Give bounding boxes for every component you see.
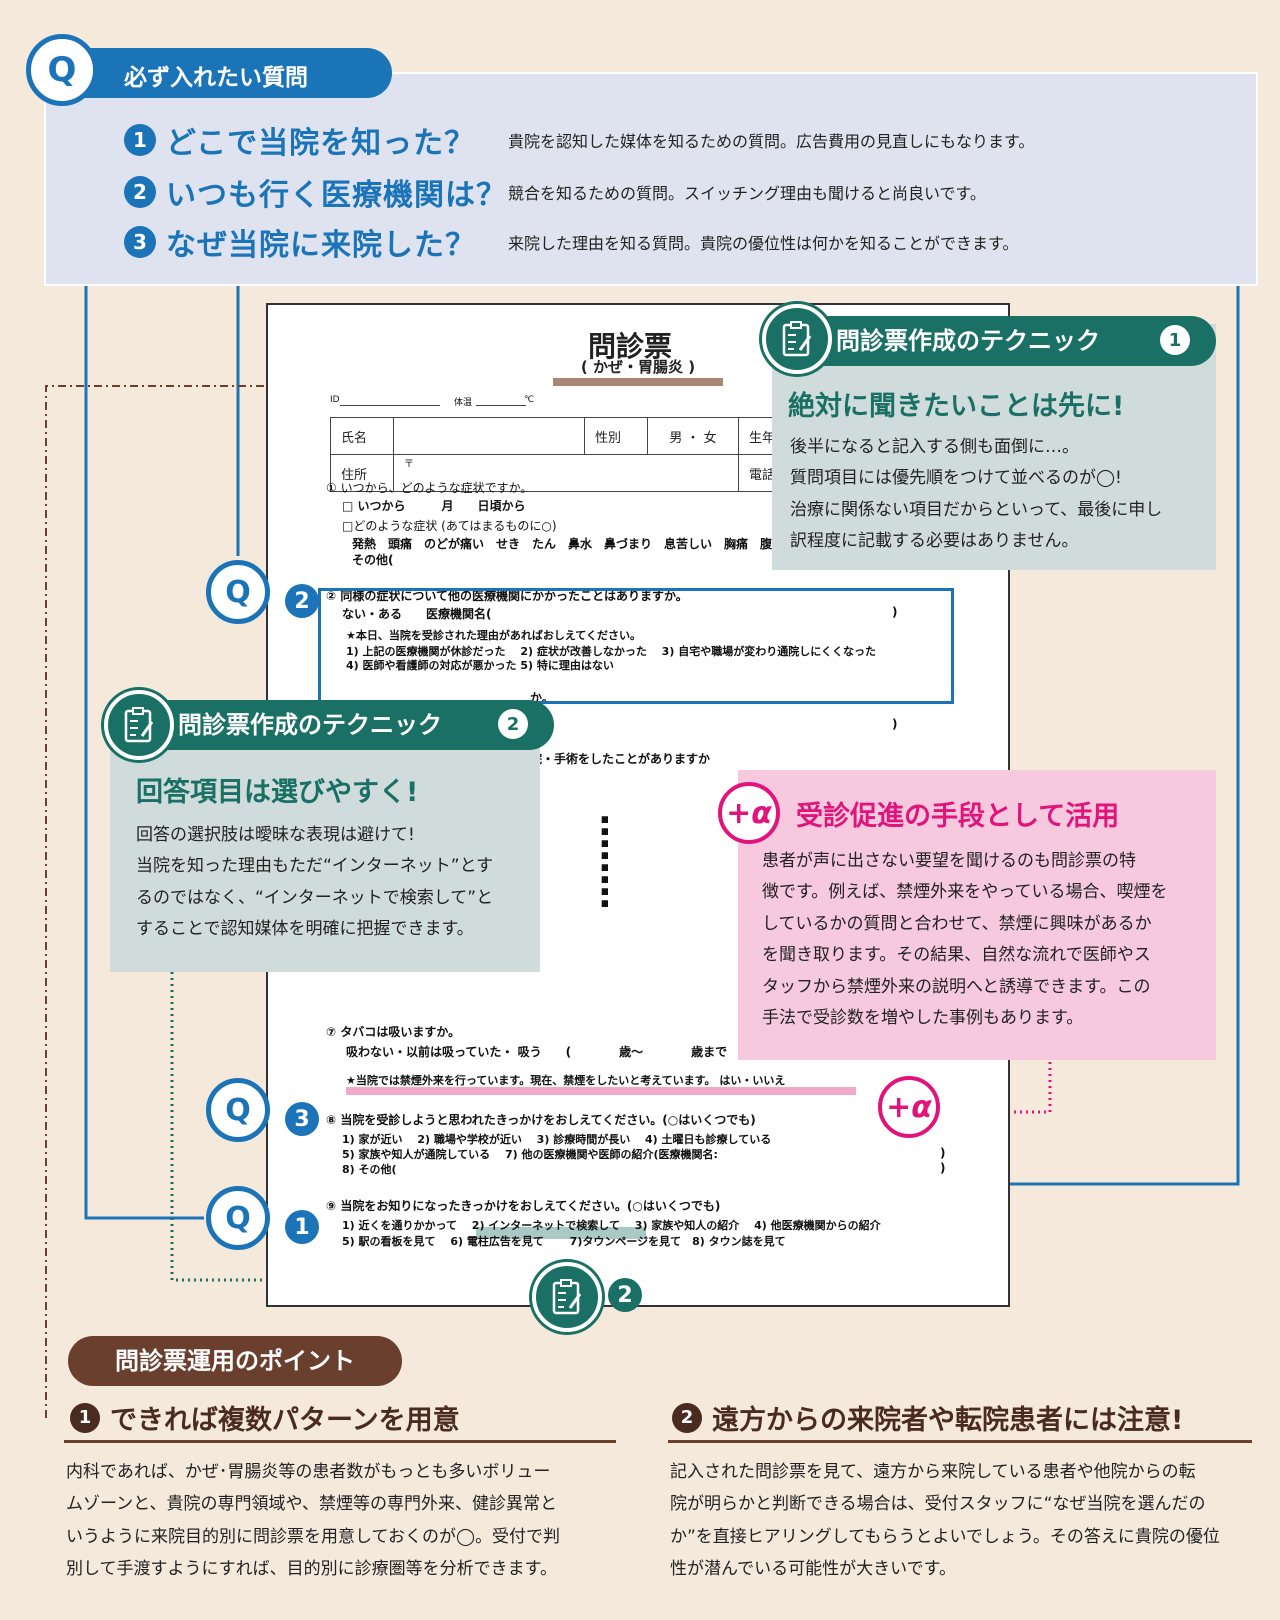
form-q8c-close: )	[940, 1161, 946, 1175]
form-q7: ⑦ タバコは吸いますか。	[326, 1025, 461, 1039]
alpha-marker-icon: +α	[878, 1076, 940, 1138]
form-q7a: 吸わない・以前は吸っていた・ 吸う ( 歳〜 歳まで	[346, 1045, 728, 1059]
q-marker-icon: Q	[206, 1078, 270, 1142]
question-title: いつも行く医療機関は？	[166, 178, 507, 213]
clipboard-icon	[762, 304, 832, 374]
form-q1b: □どのような症状 (あてはまるものに○)	[342, 519, 557, 533]
form-q1d: その他(	[352, 553, 394, 567]
alpha-title: 受診促進の手段として活用	[796, 801, 1120, 832]
question-number: 2	[124, 176, 156, 208]
form-q8-close: )	[940, 1146, 946, 1160]
marker-number-2: 2	[285, 584, 319, 618]
form-q3-close: )	[892, 717, 898, 731]
form-q8b: 5) 家族や知人が通院している 7) 他の医療機関や医師の紹介(医療機関名:	[342, 1148, 718, 1161]
technique1-body: 後半になると記入する側も面倒に…。 質問項目には優先順をつけて並べるのが◯! 治…	[790, 437, 1163, 552]
form-q8: ⑧ 当院を受診しようと思われたきっかけをおしえてください。(○はいくつでも)	[326, 1113, 756, 1127]
connector-point1	[45, 385, 536, 1418]
divider	[668, 1440, 1252, 1443]
form-id-label: ID	[330, 395, 340, 405]
point1-body: 内科であれば、かぜ･胃腸炎等の患者数がもっとも多いボリュー ムゾーンと、貴院の専…	[66, 1462, 561, 1579]
form-q4-partial: 院・手術をしたことがありますか	[530, 752, 711, 766]
form-header-table: 氏名 性別 男 ・ 女 生年 住所 〒 電話	[330, 417, 790, 492]
technique2-panel: 回答項目は選びやすく! 回答の選択肢は曖昧な表現は避けて! 当院を知った理由もた…	[110, 736, 540, 972]
form-q9a: 1) 近くを通りかかって 2) インターネットで検索して 3) 家族や知人の紹介…	[342, 1219, 881, 1232]
alpha-panel: 受診促進の手段として活用 患者が声に出さない要望を聞けるのも問診票の特 徴です。…	[738, 770, 1216, 1060]
connector-q1	[84, 282, 204, 1220]
question-desc: 競合を知るための質問。スイッチング理由も聞けると尚良いです。	[508, 184, 986, 203]
label-sex: 性別	[584, 417, 648, 455]
label-name: 氏名	[330, 417, 394, 455]
technique1-title: 絶対に聞きたいことは先に!	[788, 391, 1125, 422]
alpha-body: 患者が声に出さない要望を聞けるのも問診票の特 徴です。例えば、禁煙外来をやってい…	[762, 851, 1168, 1029]
form-q2: ② 同様の症状について他の医療機関にかかったことはありますか。	[326, 589, 688, 603]
address-field[interactable]: 〒	[393, 454, 739, 492]
form-q9b: 5) 駅の看板を見て 6) 電柱広告を見て 7)タウンページを見て 8) タウン…	[342, 1235, 786, 1248]
form-q1c: 発熱 頭痛 のどが痛い せき たん 鼻水 鼻づまり 息苦しい 胸痛 腹	[352, 537, 773, 551]
form-subtitle: ( かぜ・胃腸炎 )	[553, 360, 723, 386]
technique2-header: 問診票作成のテクニック 2	[124, 700, 554, 750]
point2-body: 記入された問診票を見て、遠方から来院している患者や他院からの転 院が明らかと判断…	[670, 1462, 1220, 1579]
q-badge-icon: Q	[26, 34, 98, 106]
q-marker-icon: Q	[206, 560, 270, 624]
name-field[interactable]	[393, 417, 585, 455]
technique2-title: 回答項目は選びやすく!	[136, 777, 419, 808]
question-item: 2 いつも行く医療機関は？ 競合を知るための質問。スイッチング理由も聞けると尚良…	[124, 170, 986, 214]
marker-number-2: 2	[608, 1278, 642, 1312]
form-q7b: ★当院では禁煙外来を行っています。現在、禁煙をしたいと考えています。 はい・いい…	[346, 1074, 786, 1087]
form-temp-label: 体温	[454, 398, 473, 408]
divider	[64, 1440, 616, 1443]
questions-header: 必ず入れたい質問	[52, 48, 392, 98]
form-q8a: 1) 家が近い 2) 職場や学校が近い 3) 診療時間が長い 4) 土曜日も診療…	[342, 1133, 772, 1146]
marker-number-1: 1	[285, 1210, 319, 1244]
form-temp-unit: ℃	[524, 395, 535, 405]
questions-header-title: 必ず入れたい質問	[124, 65, 308, 91]
form-q2b: ★本日、当院を受診された理由があればおしえてください。	[346, 629, 641, 642]
question-title: どこで当院を知った？	[166, 126, 476, 161]
q-marker-icon: Q	[206, 1186, 270, 1250]
form-q2a-close: )	[892, 605, 898, 619]
form-q8c: 8) その他(	[342, 1163, 397, 1176]
points-header: 問診票運用のポイント	[68, 1336, 402, 1386]
technique1-header: 問診票作成のテクニック 1	[786, 316, 1216, 366]
question-title: なぜ当院に来院した？	[166, 228, 476, 263]
point2-title: 2 遠方からの来院者や転院患者には注意!	[672, 1398, 1183, 1437]
form-q9: ⑨ 当院をお知りになったきっかけをおしえてください。(○はいくつでも)	[326, 1199, 721, 1213]
form-q2a: ない・ある 医療機関名(	[342, 607, 492, 621]
form-q1a: □ いつから 月 日頃から	[342, 499, 526, 513]
form-q2d: 4) 医師や看護師の対応が悪かった 5) 特に理由はない	[346, 659, 614, 672]
technique2-body: 回答の選択肢は曖昧な表現は避けて! 当院を知った理由もただ“インターネット”とす…	[136, 825, 494, 940]
question-item: 3 なぜ当院に来院した？ 来院した理由を知る質問。貴院の優位性は何かを知ることが…	[124, 220, 1018, 264]
question-desc: 貴院を認知した媒体を知るための質問。広告費用の見直しにもなります。	[508, 132, 1035, 151]
q2-highlight-frame	[318, 588, 954, 704]
clipboard-icon	[104, 690, 174, 760]
question-desc: 来院した理由を知る質問。貴院の優位性は何かを知ることができます。	[508, 234, 1019, 253]
question-item: 1 どこで当院を知った？ 貴院を認知した媒体を知るための質問。広告費用の見直しに…	[124, 118, 1034, 162]
sex-options[interactable]: 男 ・ 女	[647, 417, 739, 455]
question-number: 1	[124, 124, 156, 156]
question-number: 3	[124, 226, 156, 258]
questions-panel: 1 どこで当院を知った？ 貴院を認知した媒体を知るための質問。広告費用の見直しに…	[44, 72, 1258, 286]
ellipsis-dots: ········	[598, 800, 612, 925]
form-title: 問診票	[588, 330, 673, 363]
point1-title: 1 できれば複数パターンを用意	[70, 1398, 460, 1437]
form-q1: ① いつから、どのような症状ですか。	[326, 481, 533, 495]
marker-number-3: 3	[285, 1102, 319, 1136]
connector-tech2	[170, 972, 528, 1282]
alpha-badge-icon: +α	[718, 782, 780, 844]
form-q2c: 1) 上記の医療機関が休診だった 2) 症状が改善しなかった 3) 自宅や職場が…	[346, 645, 876, 658]
clipboard-icon	[532, 1262, 602, 1332]
